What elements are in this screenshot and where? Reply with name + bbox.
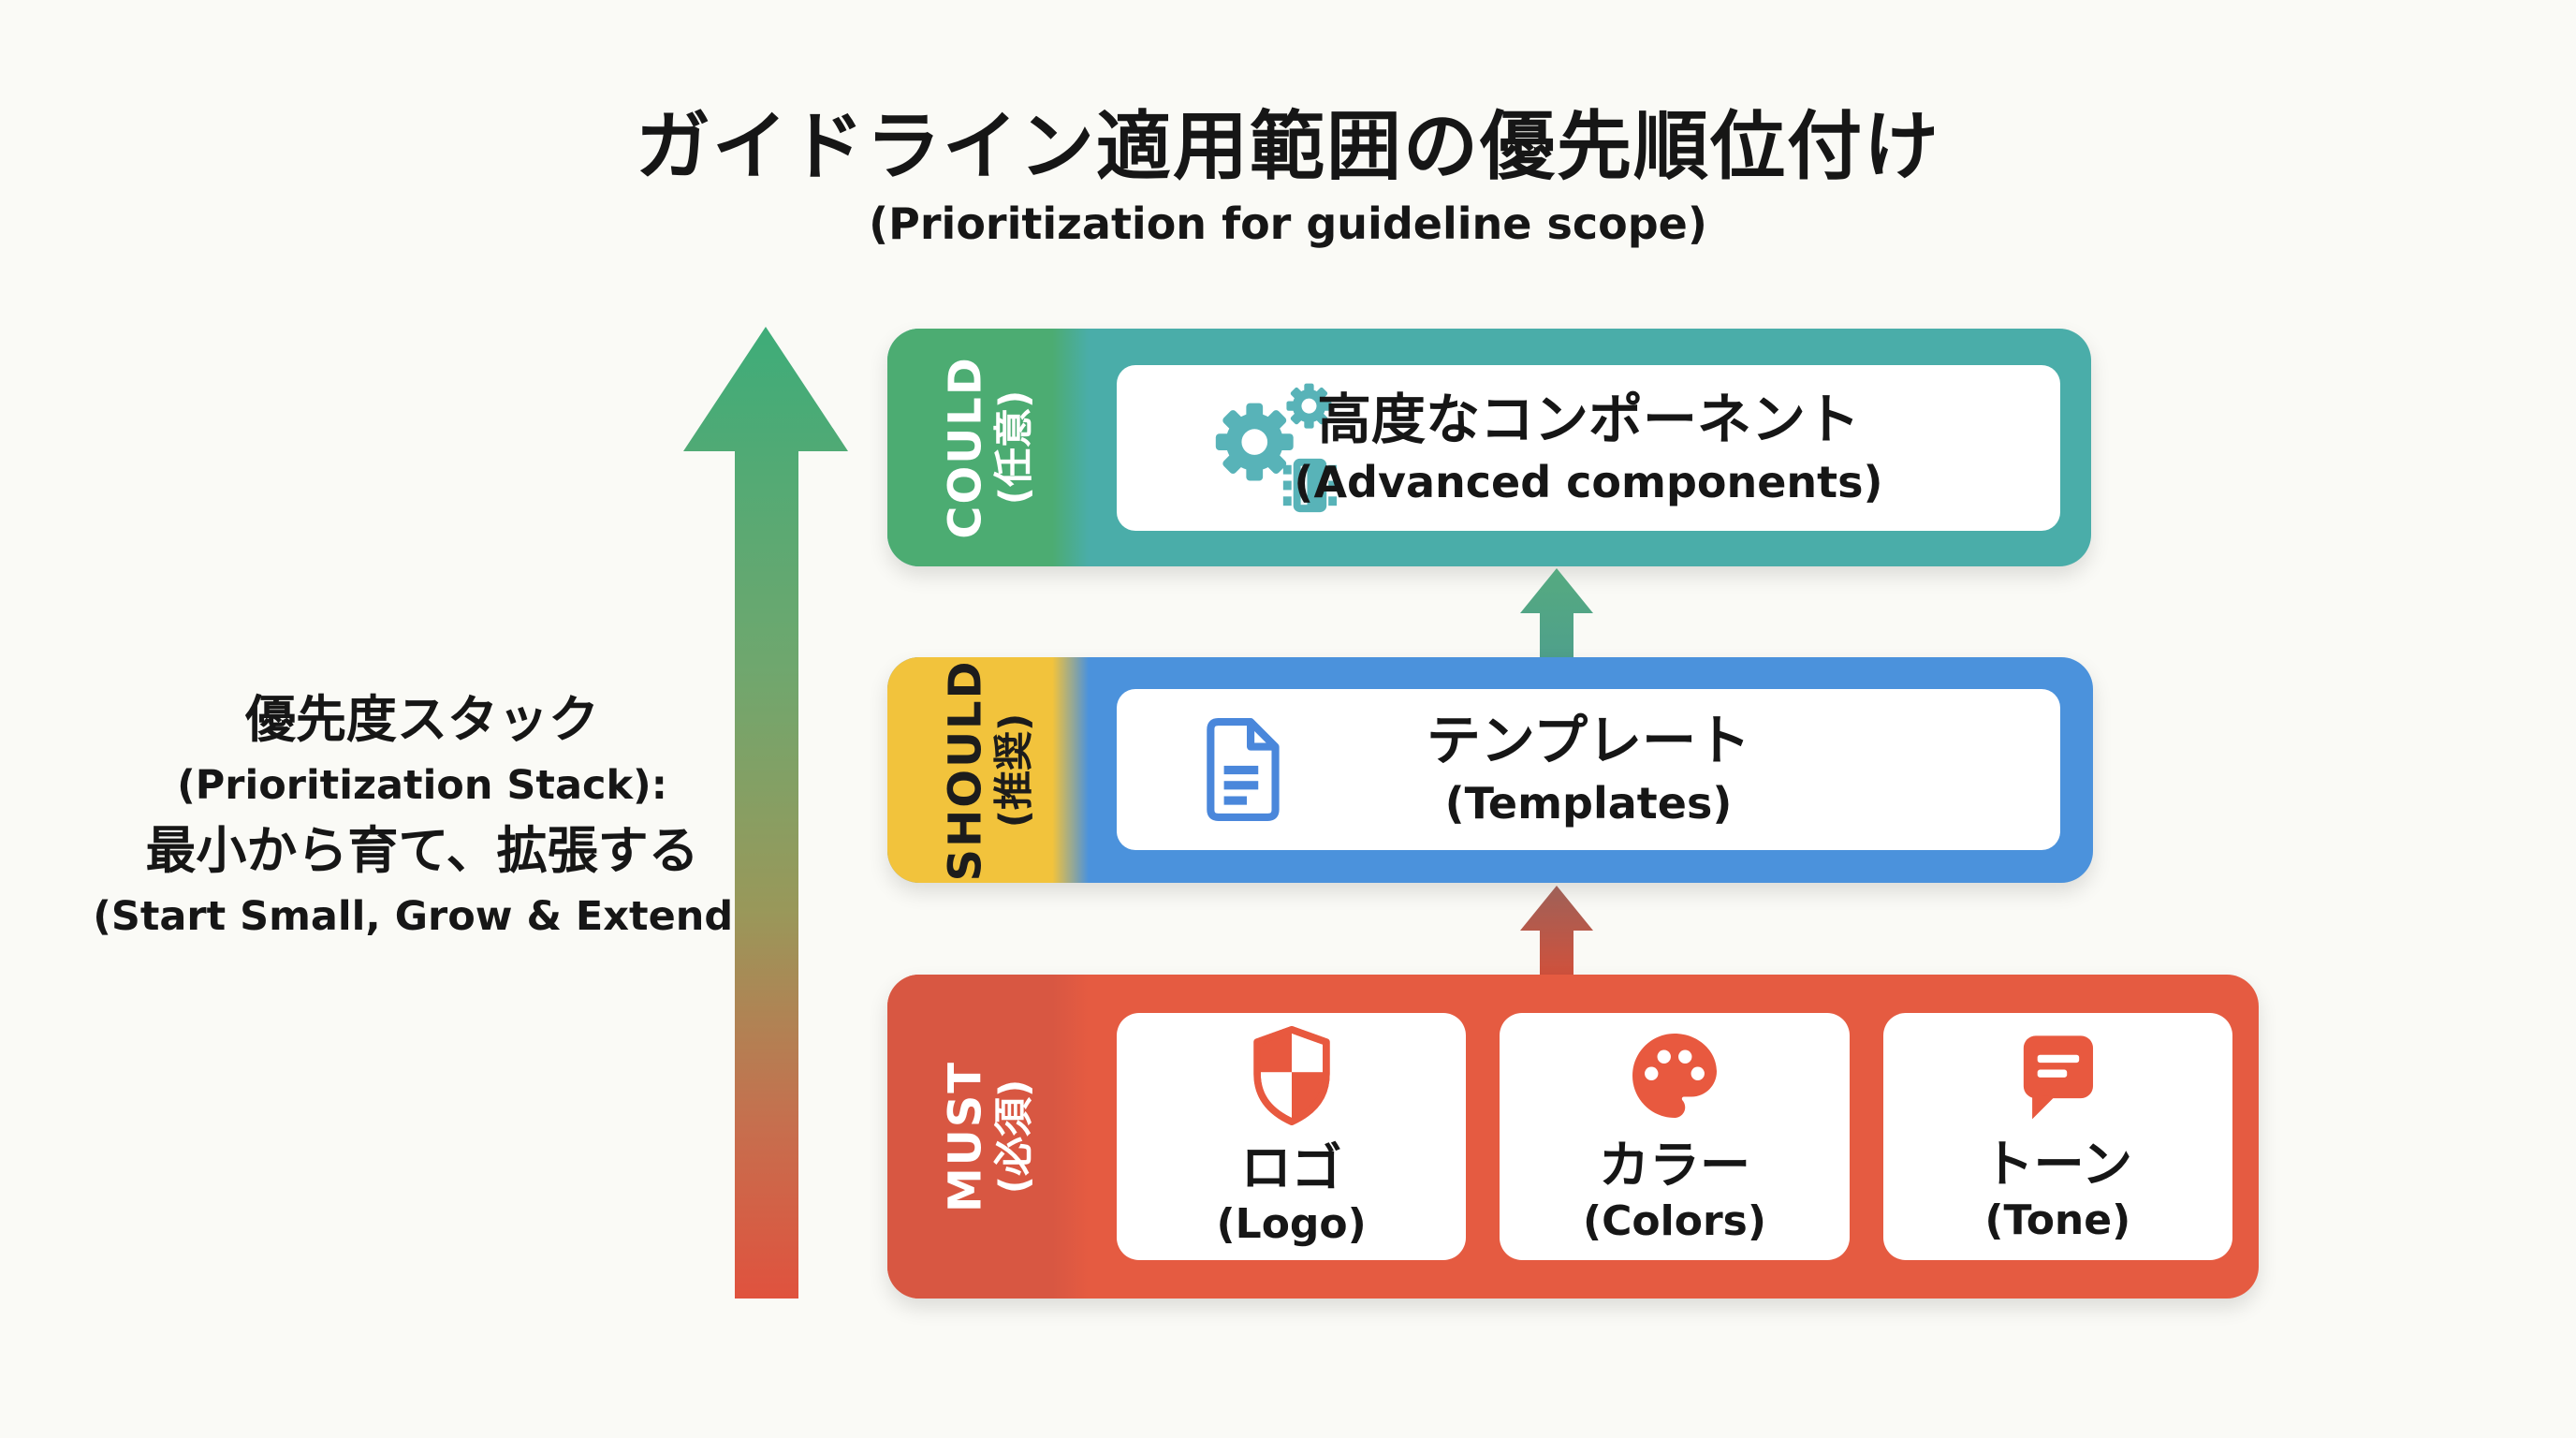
colors-jp: カラー	[1598, 1136, 1750, 1195]
note-line-1: 優先度スタック	[245, 690, 599, 749]
band-should-label: SHOULD (推奨)	[887, 657, 1089, 883]
tone-en: (Tone)	[1984, 1196, 2131, 1244]
logo-en: (Logo)	[1216, 1200, 1367, 1248]
tone-card: トーン (Tone)	[1882, 1013, 2232, 1260]
priority-axis-arrow-icon	[683, 327, 848, 1299]
note-line-2: (Prioritization Stack):	[177, 762, 667, 809]
could-level-jp: (任意)	[989, 389, 1036, 506]
page-subtitle: (Prioritization for guideline scope)	[869, 198, 1707, 249]
band-should: SHOULD (推奨) テンプレート (Templates)	[887, 657, 2093, 883]
band-should-label-text: SHOULD (推奨)	[939, 659, 1036, 881]
note-line-3: 最小から育て、拡張する	[145, 821, 699, 880]
must-level-jp: (必須)	[989, 1078, 1036, 1195]
colors-en: (Colors)	[1583, 1197, 1766, 1245]
tone-jp: トーン	[1983, 1135, 2132, 1194]
logo-card: ロゴ (Logo)	[1117, 1013, 1467, 1260]
should-level-jp: (推奨)	[989, 712, 1036, 828]
shield-icon	[1253, 1026, 1330, 1125]
note-line-4: (Start Small, Grow & Extend)	[93, 893, 752, 940]
colors-card: カラー (Colors)	[1500, 1013, 1850, 1260]
band-must-label-text: MUST (必須)	[939, 1060, 1036, 1213]
document-icon	[1207, 718, 1280, 821]
advanced-components-jp: 高度なコンポーネント	[1316, 387, 1860, 451]
palette-icon	[1632, 1034, 1717, 1118]
arrow-must-to-should-icon	[1520, 886, 1593, 976]
gears-chip-icon	[1215, 383, 1338, 512]
must-card-row: ロゴ (Logo) カラー (Colors)	[1117, 1013, 2232, 1260]
templates-en: (Templates)	[1444, 778, 1733, 829]
band-could: COULD (任意)	[887, 329, 2091, 566]
advanced-components-card: 高度なコンポーネント (Advanced components)	[1117, 365, 2060, 531]
advanced-components-text: 高度なコンポーネント (Advanced components)	[1117, 386, 2060, 511]
templates-jp: テンプレート	[1426, 709, 1751, 772]
band-could-label: COULD (任意)	[887, 329, 1089, 566]
prioritization-stack-note: 優先度スタック (Prioritization Stack): 最小から育て、拡…	[52, 685, 792, 947]
arrow-should-to-could-icon	[1520, 568, 1593, 658]
page-title: ガイドライン適用範囲の優先順位付け	[636, 103, 1940, 190]
band-could-label-text: COULD (任意)	[939, 356, 1036, 539]
could-level-en: COULD	[939, 356, 992, 539]
must-level-en: MUST	[939, 1060, 992, 1213]
logo-jp: ロゴ	[1240, 1138, 1342, 1197]
speech-bubble-icon	[2024, 1035, 2094, 1120]
band-must: MUST (必須)	[887, 975, 2259, 1299]
advanced-components-en: (Advanced components)	[1294, 456, 1883, 507]
templates-card: テンプレート (Templates)	[1117, 689, 2060, 850]
band-must-label: MUST (必須)	[887, 975, 1089, 1299]
templates-text: テンプレート (Templates)	[1117, 707, 2060, 832]
should-level-en: SHOULD	[939, 659, 992, 881]
